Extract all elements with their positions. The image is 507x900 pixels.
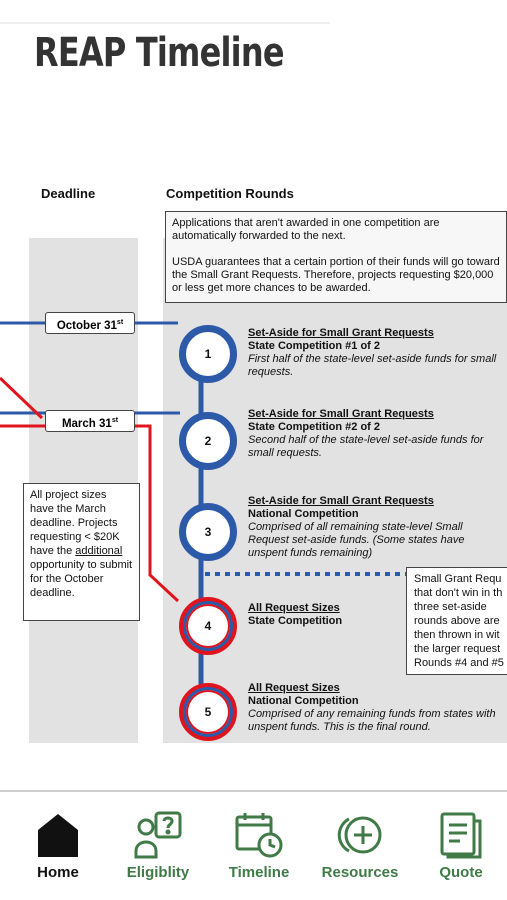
- deadline-march-label: March 31: [61, 417, 112, 430]
- round-node-3: 3: [179, 503, 237, 561]
- deadline-note: All project sizes have the March deadlin…: [23, 483, 140, 621]
- bottom-nav: Home Eligiblity Timeline: [0, 792, 507, 900]
- deadline-october: October 31st: [45, 312, 135, 334]
- round-node-5: 5: [179, 683, 237, 741]
- note-text-underlined: additional: [75, 545, 123, 557]
- nav-divider: [0, 790, 507, 792]
- info-box: Applications that aren't awarded in one …: [165, 211, 507, 303]
- note-text-post: opportunity to submit for the October de…: [30, 559, 133, 599]
- deadline-header: Deadline: [41, 186, 96, 201]
- round-title: All Request Sizes: [248, 682, 340, 694]
- home-icon: [8, 810, 108, 860]
- document-icon: [411, 810, 507, 860]
- note-text-pre: All project sizes have the March deadlin…: [30, 489, 120, 557]
- nav-label-resources: Resources: [321, 864, 399, 881]
- round-node-number: 4: [204, 619, 212, 633]
- top-divider: [0, 22, 330, 24]
- small-grant-note-line: then thrown in wit: [414, 629, 500, 641]
- nav-item-eligibility[interactable]: Eligiblity: [108, 810, 208, 881]
- small-grant-note-line: three set-aside: [414, 601, 487, 613]
- round-description: Comprised of any remaining funds from st…: [248, 708, 496, 733]
- round-3-text: Set-Aside for Small Grant Requests Natio…: [248, 495, 488, 560]
- round-title: Set-Aside for Small Grant Requests: [248, 495, 434, 507]
- nav-item-quote[interactable]: Quote: [411, 810, 507, 881]
- round-node-number: 2: [204, 434, 212, 448]
- round-4-text: All Request Sizes State Competition: [248, 602, 398, 628]
- info-line-2: USDA guarantees that a certain portion o…: [172, 256, 500, 294]
- deadline-march: March 31st: [45, 410, 135, 432]
- round-description: First half of the state-level set-aside …: [248, 353, 497, 378]
- round-2-text: Set-Aside for Small Grant Requests State…: [248, 408, 507, 460]
- small-grant-note-line: Small Grant Requ: [414, 573, 502, 585]
- nav-label-eligibility: Eligiblity: [126, 864, 190, 881]
- round-1-text: Set-Aside for Small Grant Requests State…: [248, 327, 507, 379]
- round-subtitle: National Competition: [248, 508, 359, 520]
- round-node-1: 1: [179, 325, 237, 383]
- person-question-icon: [108, 810, 208, 860]
- nav-label-quote: Quote: [439, 864, 483, 881]
- plus-circle-icon: [310, 810, 410, 860]
- round-description: Comprised of all remaining state-level S…: [248, 521, 465, 559]
- round-node-4: 4: [179, 597, 237, 655]
- deadline-october-label: October 31: [56, 319, 117, 332]
- page-title: REAP Timeline: [34, 30, 285, 76]
- calendar-clock-icon: [209, 810, 309, 860]
- nav-item-timeline[interactable]: Timeline: [209, 810, 309, 881]
- round-subtitle: National Competition: [248, 695, 359, 707]
- small-grant-note-line: the larger request: [414, 643, 501, 655]
- round-title: All Request Sizes: [248, 602, 340, 614]
- round-title: Set-Aside for Small Grant Requests: [248, 408, 434, 420]
- round-5-text: All Request Sizes National Competition C…: [248, 682, 498, 734]
- rounds-header: Competition Rounds: [166, 186, 294, 201]
- round-subtitle: State Competition #1 of 2: [248, 340, 381, 352]
- info-line-1: Applications that aren't awarded in one …: [172, 217, 440, 242]
- round-node-number: 5: [204, 705, 212, 719]
- nav-label-timeline: Timeline: [228, 864, 290, 881]
- round-description: Second half of the state-level set-aside…: [248, 434, 484, 459]
- round-node-2: 2: [179, 412, 237, 470]
- round-node-number: 3: [204, 525, 212, 539]
- round-subtitle: State Competition #2 of 2: [248, 421, 381, 433]
- red-diagonal-line: [0, 376, 44, 420]
- small-grant-note-line: that don't win in th: [414, 587, 503, 599]
- nav-item-home[interactable]: Home: [8, 810, 108, 881]
- small-grant-note: Small Grant Requ that don't win in th th…: [406, 567, 507, 675]
- nav-item-resources[interactable]: Resources: [310, 810, 410, 881]
- small-grant-note-line: rounds above are: [414, 615, 500, 627]
- deadline-october-sup: st: [116, 319, 124, 326]
- small-grant-note-line: Rounds #4 and #5: [414, 657, 504, 669]
- nav-label-home: Home: [37, 864, 79, 881]
- deadline-march-sup: st: [111, 417, 119, 424]
- round-node-number: 1: [204, 347, 212, 361]
- round-title: Set-Aside for Small Grant Requests: [248, 327, 434, 339]
- round-subtitle: State Competition: [248, 615, 343, 627]
